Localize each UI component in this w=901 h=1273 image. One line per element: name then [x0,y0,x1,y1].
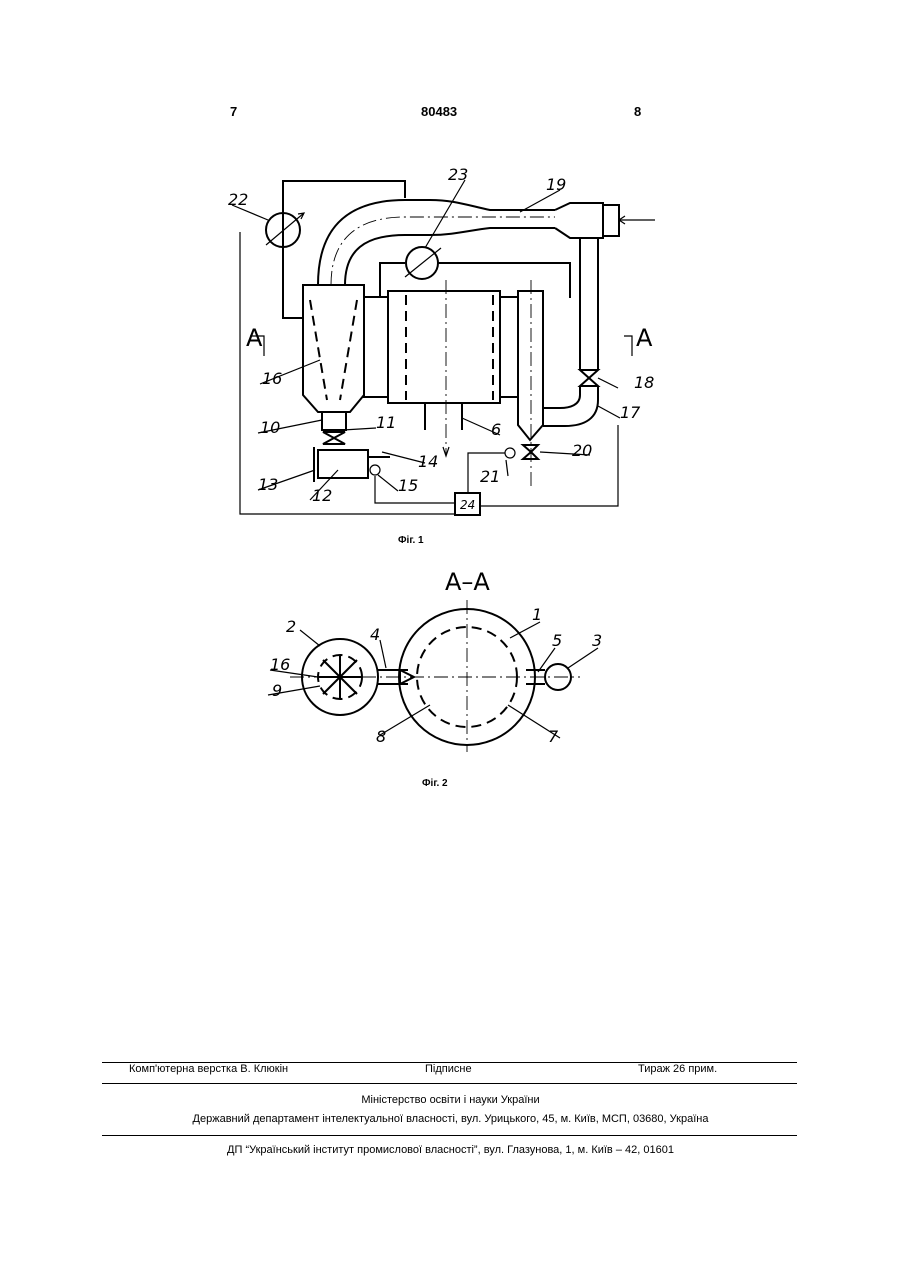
label-2: 2 [286,617,296,636]
footer-ministry: Міністерство освіти і науки України [0,1094,901,1106]
label-21: 21 [480,467,500,486]
label-16-section: 16 [270,655,290,674]
label-10: 10 [260,418,280,437]
section-title: А–А [445,568,490,596]
footer-circulation: Тираж 26 прим. [638,1063,717,1075]
label-24: 24 [460,498,475,512]
footer-department: Державний департамент інтелектуальної вл… [0,1113,901,1125]
label-9: 9 [272,681,282,700]
label-1: 1 [532,605,542,624]
figure-2-caption: Фіг. 2 [422,778,448,789]
label-15: 15 [398,476,418,495]
label-8: 8 [376,727,386,746]
figure-1-caption: Фіг. 1 [398,535,424,546]
label-14: 14 [418,452,438,471]
label-12: 12 [312,486,332,505]
label-13: 13 [258,475,278,494]
label-20: 20 [572,441,592,460]
label-18: 18 [634,373,654,392]
figure-1-labels: 22 23 19 16 10 11 14 12 13 15 6 21 20 24… [228,165,654,546]
label-23: 23 [448,165,468,184]
footer-publisher: ДП “Український інститут промислової вла… [0,1144,901,1156]
figure-2-labels: А–А 2 4 1 5 3 16 9 8 7 Фіг. 2 [270,568,602,789]
label-7: 7 [548,727,559,746]
label-3: 3 [592,631,602,650]
footer-rule-bottom [102,1135,797,1136]
label-4: 4 [370,625,380,644]
label-19: 19 [546,175,566,194]
footer-signed: Підписне [425,1063,472,1075]
label-11: 11 [376,413,396,432]
label-16: 16 [262,369,282,388]
figure-1-drawing [232,180,655,515]
label-5: 5 [552,631,562,650]
footer-layout-credit: Комп'ютерна верстка В. Клюкін [129,1063,288,1075]
section-mark-left: А [246,324,263,352]
label-6: 6 [491,420,501,439]
footer-rule-middle [102,1083,797,1084]
label-22: 22 [228,190,248,209]
label-17: 17 [620,403,641,422]
section-mark-right: А [636,324,653,352]
heater-12 [318,450,368,478]
